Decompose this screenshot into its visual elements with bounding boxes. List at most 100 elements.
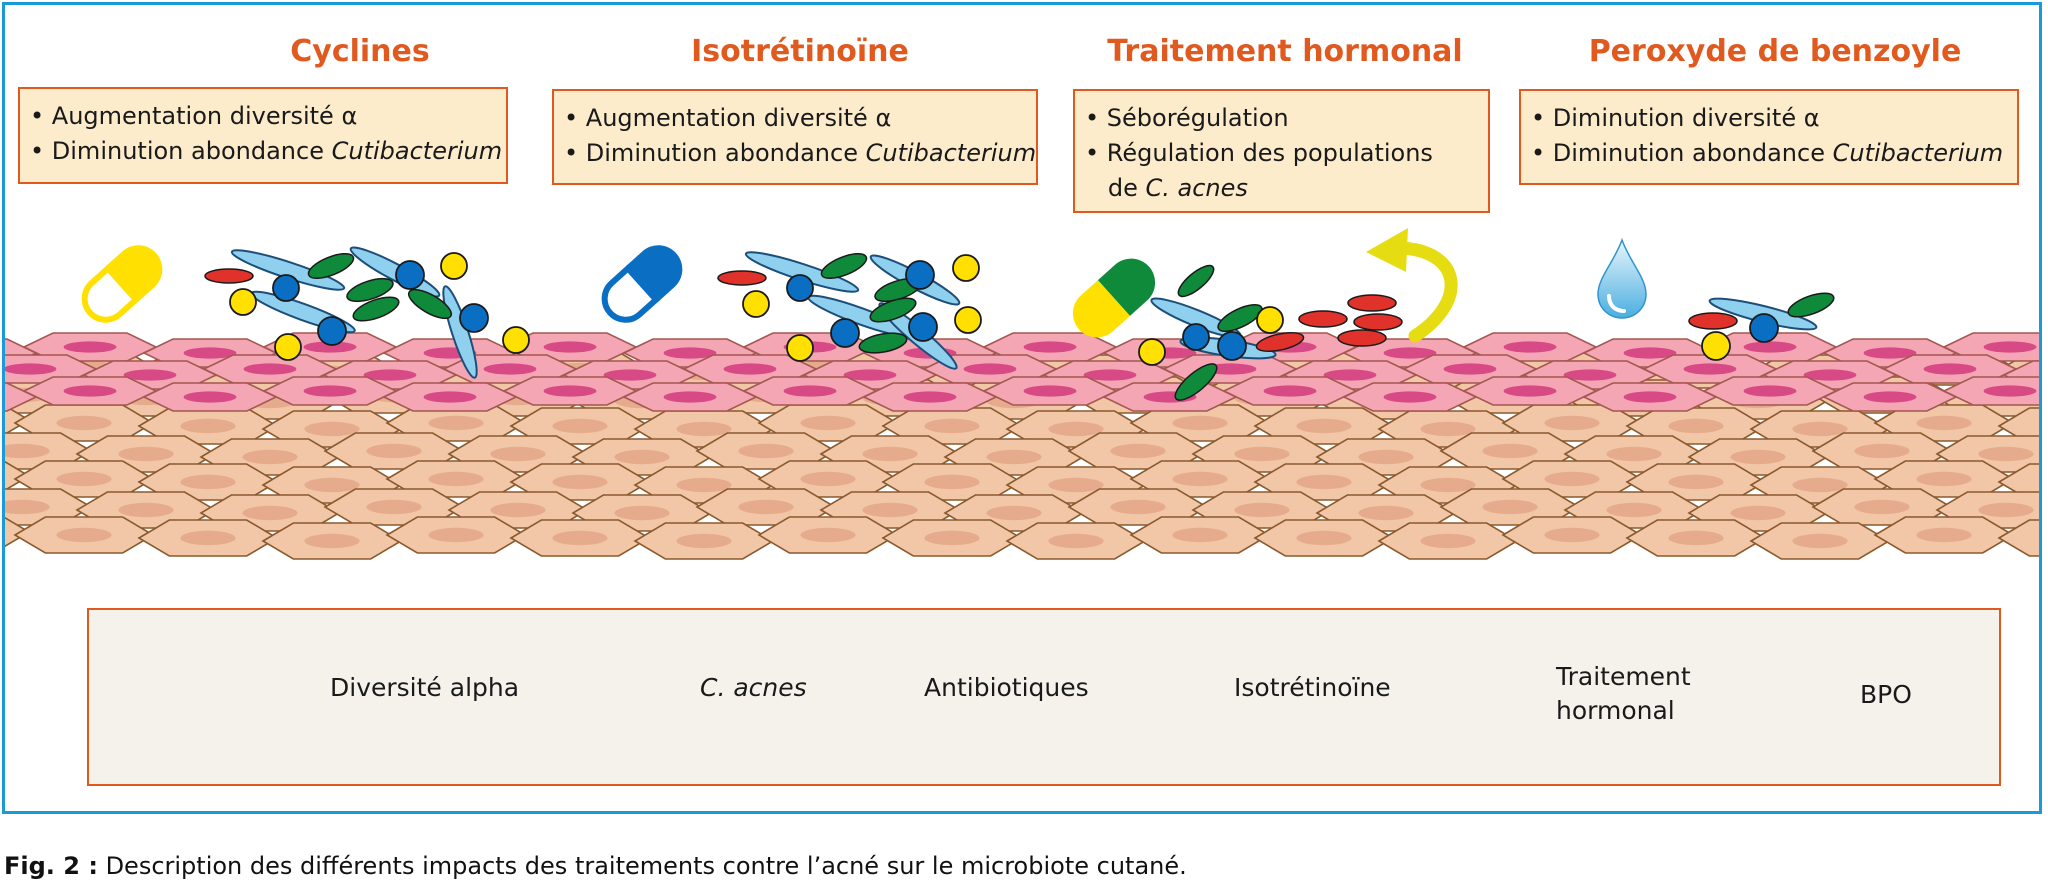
cell-nucleus bbox=[543, 385, 597, 397]
cell-nucleus bbox=[1420, 477, 1476, 493]
c-acnes-cell bbox=[1353, 313, 1403, 331]
blue-coccus bbox=[1749, 313, 1779, 343]
cell-nucleus bbox=[56, 415, 112, 431]
cell-nucleus bbox=[304, 533, 360, 549]
cell-nucleus bbox=[1863, 347, 1917, 359]
cell-nucleus bbox=[5, 443, 50, 459]
box-hormonal-italic: C. acnes bbox=[1145, 174, 1248, 202]
blue-coccus bbox=[272, 274, 300, 302]
cell-nucleus bbox=[183, 347, 237, 359]
c-acnes-cell bbox=[717, 270, 767, 286]
cell-nucleus bbox=[723, 363, 777, 375]
pill-empty-half bbox=[81, 264, 141, 323]
box-bpo-line-1: • Diminution diversité α bbox=[1531, 104, 1820, 132]
capsule-half-a bbox=[1072, 280, 1131, 338]
blue-coccus bbox=[317, 316, 347, 346]
pill-empty-half bbox=[601, 264, 661, 323]
curved-arrow-icon bbox=[1393, 241, 1458, 343]
figure-caption: Fig. 2 : Description des différents impa… bbox=[4, 852, 1187, 880]
cell-nucleus bbox=[1978, 446, 2034, 462]
cell-nucleus bbox=[800, 527, 856, 543]
cell-nucleus bbox=[738, 443, 794, 459]
cell-nucleus bbox=[1863, 391, 1917, 403]
cell-nucleus bbox=[483, 363, 537, 375]
cell-nucleus bbox=[543, 341, 597, 353]
cell-nucleus bbox=[1606, 446, 1662, 462]
pill-filled-half bbox=[105, 245, 163, 302]
green-bacterium bbox=[858, 332, 908, 354]
cell-nucleus bbox=[552, 418, 608, 434]
cell-nucleus bbox=[423, 391, 477, 403]
cell-nucleus bbox=[118, 502, 174, 518]
c-acnes-cell bbox=[1298, 310, 1348, 328]
drop-highlight bbox=[1607, 294, 1626, 313]
cell-nucleus bbox=[663, 391, 717, 403]
cell-nucleus bbox=[1606, 502, 1662, 518]
cell-nucleus bbox=[1023, 385, 1077, 397]
blue-coccus bbox=[830, 318, 860, 348]
cell-nucleus bbox=[1730, 505, 1786, 521]
green-bacterium bbox=[1174, 363, 1218, 401]
cell-nucleus bbox=[1683, 363, 1737, 375]
cell-nucleus bbox=[5, 499, 50, 515]
blue-coccus bbox=[908, 312, 938, 342]
legend-cacnes-label: C. acnes bbox=[700, 673, 807, 702]
box-hormonal-line-2: • Régulation des populations bbox=[1085, 139, 1433, 167]
yellow-coccus bbox=[954, 306, 982, 334]
c-acnes-cell bbox=[204, 268, 254, 284]
antibiotic-capsule-icon bbox=[81, 245, 163, 323]
cell-nucleus bbox=[986, 505, 1042, 521]
cell-nucleus bbox=[2040, 531, 2048, 545]
cell-nucleus bbox=[1263, 385, 1317, 397]
green-bacterium bbox=[1177, 264, 1215, 298]
yellow-coccus bbox=[1701, 331, 1731, 361]
curved-arrow-head bbox=[1366, 228, 1408, 272]
cell-nucleus bbox=[123, 369, 177, 381]
cell-nucleus bbox=[676, 533, 732, 549]
cell-nucleus bbox=[1668, 474, 1724, 490]
yellow-coccus bbox=[1138, 338, 1166, 366]
bpo-drop-icon bbox=[1597, 237, 1647, 319]
cell-nucleus bbox=[1544, 415, 1600, 431]
cell-nucleus bbox=[180, 474, 236, 490]
cell-nucleus bbox=[1083, 369, 1137, 381]
cell-nucleus bbox=[1730, 449, 1786, 465]
cell-nucleus bbox=[1792, 533, 1848, 549]
cell-nucleus bbox=[366, 499, 422, 515]
cell-nucleus bbox=[552, 530, 608, 546]
c-acnes-cell bbox=[1337, 329, 1387, 347]
cell-nucleus bbox=[862, 502, 918, 518]
cell-nucleus bbox=[5, 363, 57, 375]
microbes-layer bbox=[81, 228, 1835, 401]
cell-nucleus bbox=[303, 385, 357, 397]
green-bacterium bbox=[407, 288, 453, 320]
cell-nucleus bbox=[243, 363, 297, 375]
cell-nucleus bbox=[1110, 443, 1166, 459]
cell-nucleus bbox=[552, 474, 608, 490]
cell-nucleus bbox=[1916, 415, 1972, 431]
blue-coccus bbox=[905, 260, 935, 290]
cell-nucleus bbox=[1563, 369, 1617, 381]
cell-nucleus bbox=[843, 369, 897, 381]
cell-nucleus bbox=[1383, 391, 1437, 403]
cell-nucleus bbox=[1743, 341, 1797, 353]
cell-nucleus bbox=[1544, 471, 1600, 487]
cell-nucleus bbox=[1172, 471, 1228, 487]
cell-nucleus bbox=[862, 446, 918, 462]
yellow-coccus bbox=[229, 288, 257, 316]
cell-nucleus bbox=[1978, 502, 2034, 518]
cell-nucleus bbox=[2040, 419, 2048, 433]
cell-nucleus bbox=[1854, 443, 1910, 459]
cell-nucleus bbox=[676, 421, 732, 437]
blue-coccus bbox=[786, 274, 814, 302]
cell-nucleus bbox=[1296, 418, 1352, 434]
cell-nucleus bbox=[1668, 418, 1724, 434]
c-acnes-cell bbox=[1347, 294, 1397, 312]
cell-nucleus bbox=[1048, 477, 1104, 493]
box-cyclines-italic: Cutibacterium bbox=[331, 137, 503, 165]
cell-nucleus bbox=[1668, 530, 1724, 546]
cell-nucleus bbox=[180, 530, 236, 546]
cell-nucleus bbox=[1916, 527, 1972, 543]
yellow-coccus bbox=[952, 254, 980, 282]
cell-nucleus bbox=[363, 369, 417, 381]
